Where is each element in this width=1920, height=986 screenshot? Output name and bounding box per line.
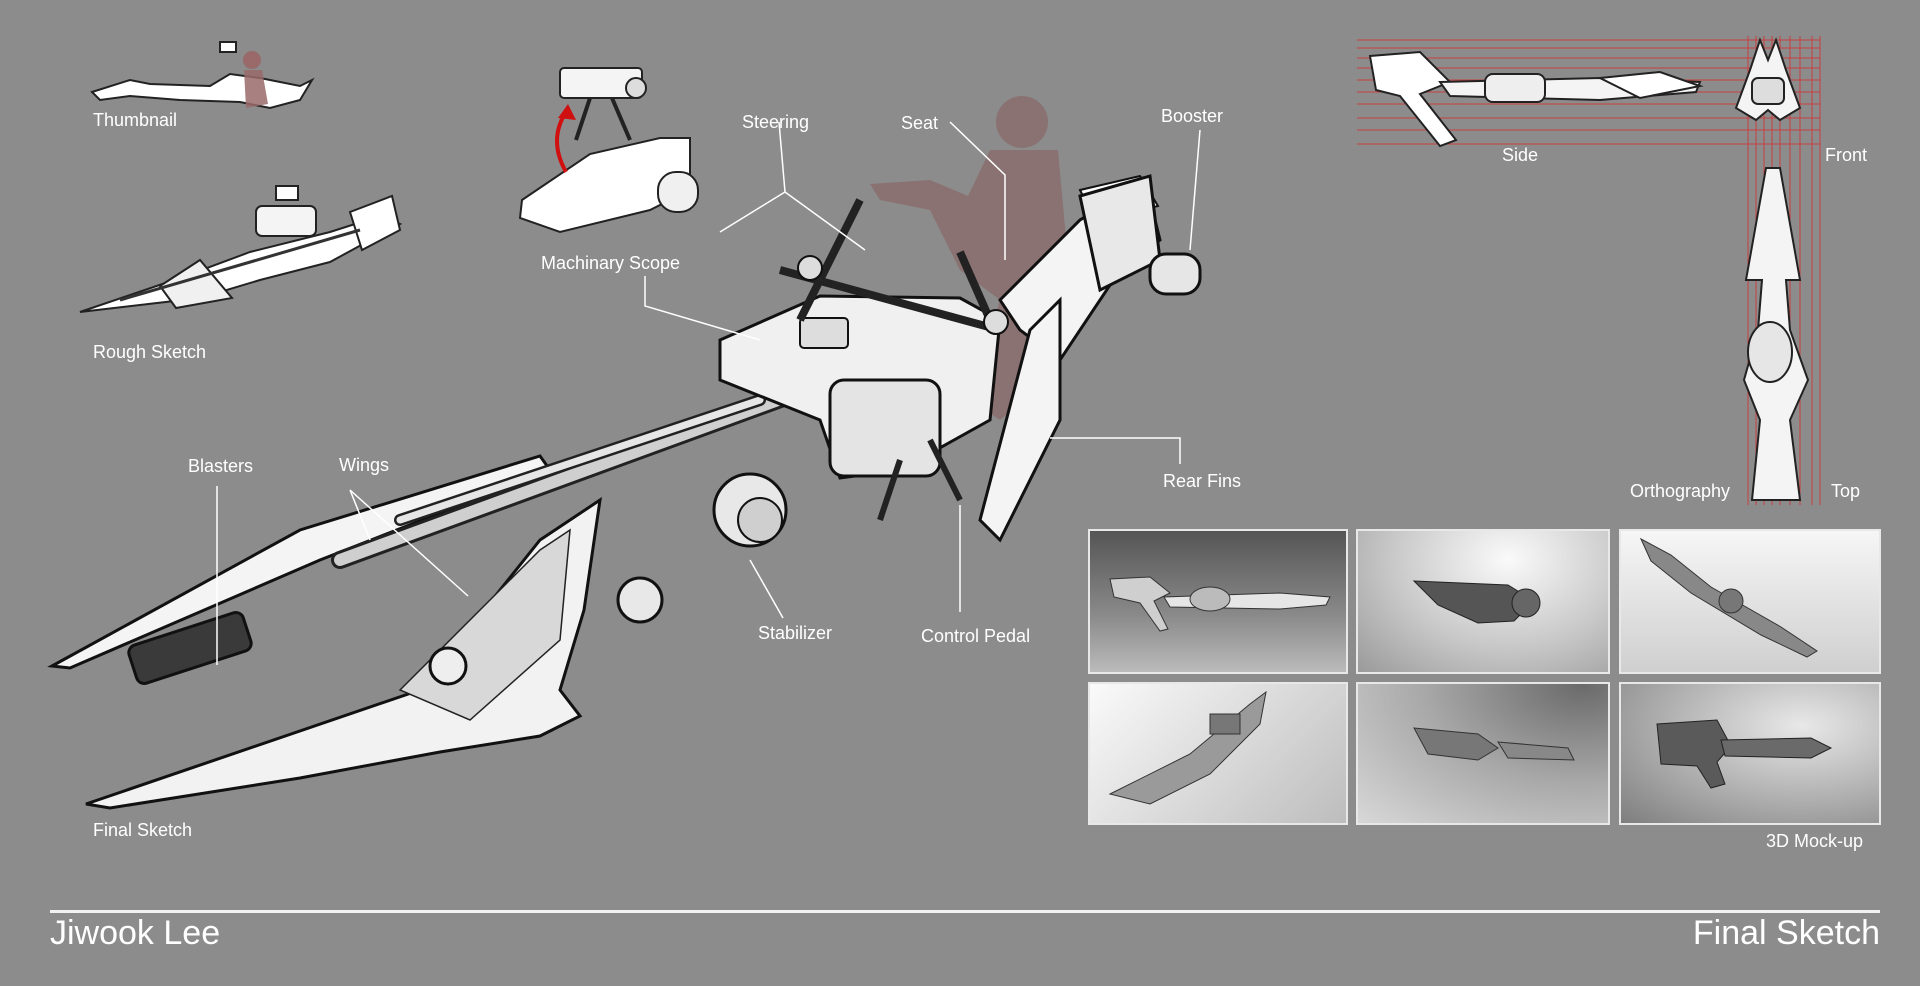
mockup-render-5 (1356, 682, 1610, 825)
mockup-render-2 (1356, 529, 1610, 674)
mockup-render-2-art (1412, 580, 1541, 624)
label-booster: Booster (1161, 106, 1224, 126)
mockup-render-1 (1088, 529, 1348, 674)
rough-sketch (79, 185, 403, 313)
ortho-front-view (1734, 37, 1802, 122)
label-seat: Seat (901, 113, 939, 133)
ortho-top-view (1742, 167, 1810, 501)
sheet-title: Final Sketch (1692, 914, 1880, 952)
mockup-render-4-art (1108, 690, 1267, 805)
mockup-render-3-art (1639, 537, 1818, 658)
mockup-render-3 (1619, 529, 1881, 674)
label-steering: Steering (742, 112, 810, 132)
machinary-scope-sketch (518, 67, 699, 234)
label-ortho-front: Front (1825, 145, 1868, 165)
label-rough-sketch: Rough Sketch (93, 342, 207, 362)
footer-divider (50, 910, 1880, 913)
label-ortho-top: Top (1831, 481, 1861, 501)
final-sketch-speeder (47, 174, 1202, 810)
mockup-render-6-art (1656, 719, 1833, 789)
label-rear-fins: Rear Fins (1163, 471, 1242, 491)
callout-lines (216, 121, 1201, 665)
mockup-render-6 (1619, 682, 1881, 825)
label-thumbnail: Thumbnail (93, 110, 178, 130)
label-orthography: Orthography (1630, 481, 1731, 501)
mockup-render-5-art (1413, 727, 1575, 761)
label-blasters: Blasters (188, 456, 254, 476)
mockup-render-1-art (1109, 576, 1331, 632)
label-final-sketch: Final Sketch (93, 820, 193, 840)
thumbnail-sketch (90, 41, 315, 110)
ortho-side-view (1368, 50, 1704, 148)
label-wings: Wings (339, 455, 390, 475)
label-stabilizer: Stabilizer (758, 623, 833, 643)
label-ortho-side: Side (1502, 145, 1539, 165)
label-machinary-scope: Machinary Scope (541, 253, 681, 273)
mockup-render-4 (1088, 682, 1348, 825)
label-3d-mockup: 3D Mock-up (1766, 831, 1864, 851)
label-control-pedal: Control Pedal (921, 626, 1031, 646)
artist-name: Jiwook Lee (50, 914, 221, 952)
